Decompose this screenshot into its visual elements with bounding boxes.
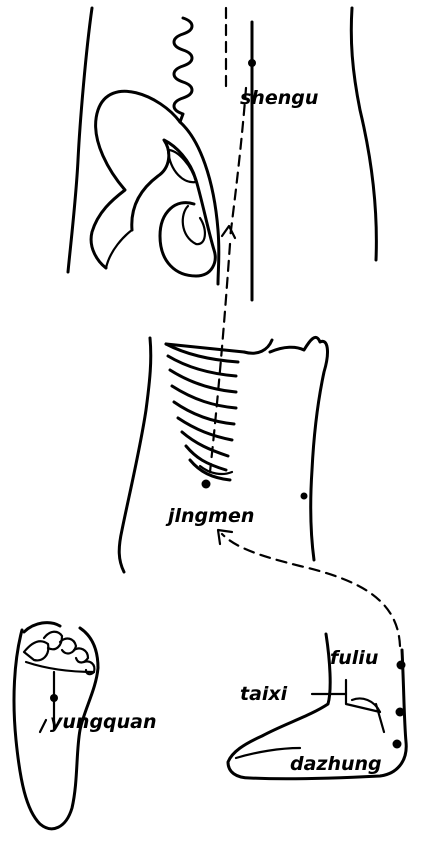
fuliu-label: fuliu (330, 647, 378, 669)
side-point (301, 493, 308, 500)
yungquan-label: yungquan (50, 711, 157, 733)
fuliu-point (397, 661, 406, 670)
jingmen-point (202, 480, 211, 489)
shengu-label: shengu (240, 87, 318, 109)
jingmen-label: jlngmen (165, 505, 254, 527)
yungquan-tick (40, 720, 46, 732)
yungquan-point (50, 694, 58, 702)
taixi-label: taixi (240, 683, 288, 705)
dazhung-label: dazhung (290, 753, 382, 775)
torso-figure (119, 337, 327, 572)
taixi-point (396, 708, 405, 717)
shengu-point (248, 59, 256, 67)
channel-path (210, 8, 246, 472)
dazhung-point (393, 740, 402, 749)
pelvis-figure (68, 8, 376, 300)
ankle-to-jingmen-path (218, 530, 400, 646)
